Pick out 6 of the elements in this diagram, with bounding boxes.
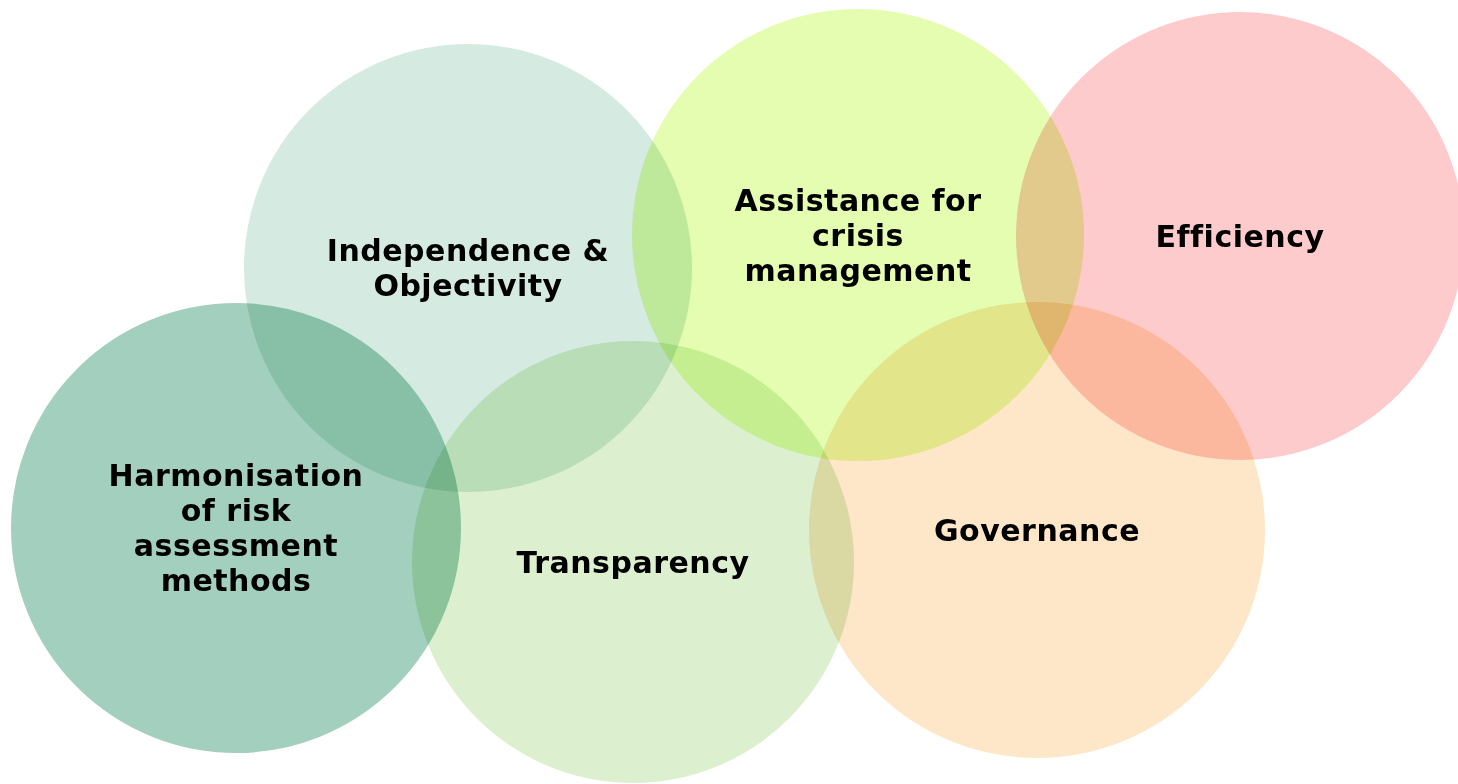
circle-label: Transparency (515, 544, 751, 580)
circle-label: Assistance for crisis management (733, 182, 983, 288)
circle-label: Harmonisation of risk assessment methods (107, 458, 365, 598)
circle-label: Independence & Objectivity (325, 233, 611, 303)
circle-label: Governance (933, 512, 1141, 548)
circle-label: Efficiency (1154, 218, 1326, 254)
